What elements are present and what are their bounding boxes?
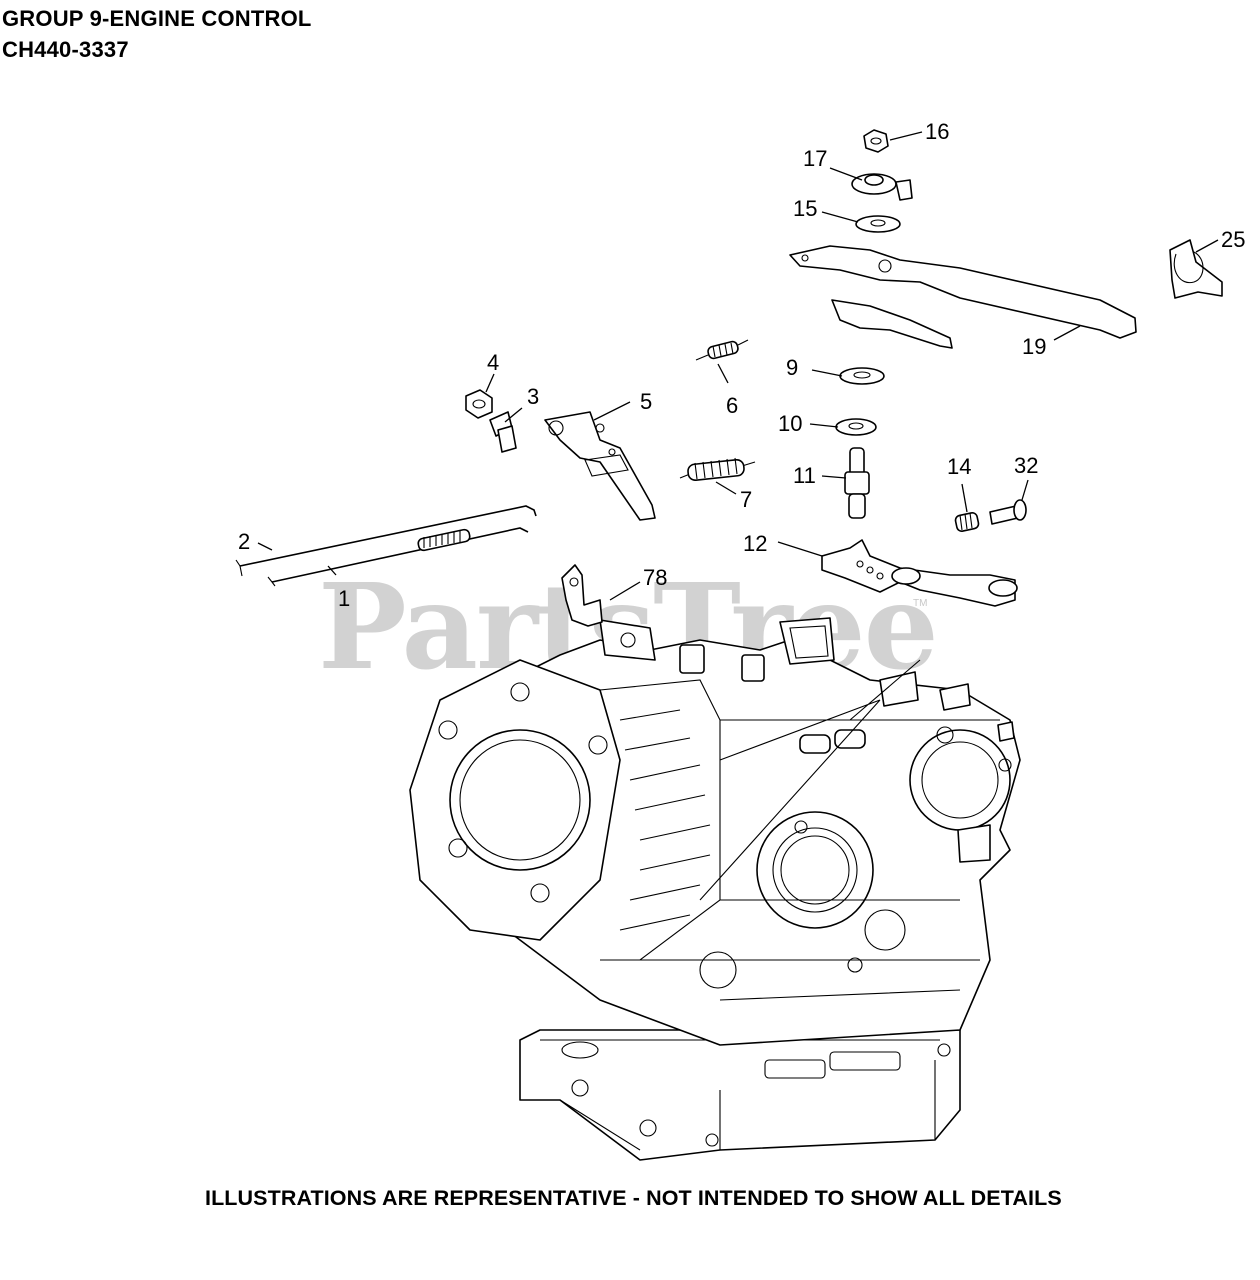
callout-11: 11 bbox=[793, 463, 816, 488]
callout-15: 15 bbox=[793, 196, 817, 221]
nut-4 bbox=[465, 389, 493, 419]
callout-12: 12 bbox=[743, 531, 767, 556]
group-title: GROUP 9-ENGINE CONTROL bbox=[2, 6, 312, 31]
callout-14: 14 bbox=[947, 454, 971, 479]
callout-7: 7 bbox=[740, 487, 752, 512]
bushing-17 bbox=[851, 173, 913, 201]
callout-5: 5 bbox=[640, 389, 652, 414]
leader-lines bbox=[257, 131, 1219, 601]
engine-block bbox=[409, 617, 1021, 1161]
callout-16: 16 bbox=[925, 119, 949, 144]
washer-15 bbox=[855, 215, 901, 233]
spring-6 bbox=[695, 339, 749, 361]
callout-6: 6 bbox=[726, 393, 738, 418]
bracket-78 bbox=[561, 564, 603, 627]
callout-17: 17 bbox=[803, 146, 827, 171]
callout-32: 32 bbox=[1014, 453, 1038, 478]
disclaimer-footer: ILLUSTRATIONS ARE REPRESENTATIVE - NOT I… bbox=[205, 1186, 1062, 1210]
governor-shaft-11 bbox=[844, 447, 870, 519]
trademark-mark: TM bbox=[913, 598, 928, 609]
washer-10 bbox=[835, 418, 877, 436]
callout-25: 25 bbox=[1221, 227, 1245, 252]
clip-25 bbox=[1169, 239, 1223, 299]
callout-labels: 1 2 3 4 5 6 7 9 10 11 12 14 15 16 17 19 … bbox=[238, 119, 1245, 611]
model-number: CH440-3337 bbox=[2, 37, 129, 62]
governor-rod-1 bbox=[267, 527, 529, 587]
callout-4: 4 bbox=[487, 350, 499, 375]
spring-14 bbox=[954, 512, 980, 532]
callout-3: 3 bbox=[527, 384, 539, 409]
callout-9: 9 bbox=[786, 355, 798, 380]
pin-3 bbox=[489, 411, 517, 453]
callout-10: 10 bbox=[778, 411, 802, 436]
callout-19: 19 bbox=[1022, 334, 1046, 359]
control-lever-19 bbox=[789, 245, 1137, 349]
callout-1: 1 bbox=[338, 586, 350, 611]
nut-16 bbox=[863, 129, 889, 153]
washer-9 bbox=[839, 367, 885, 385]
callout-78: 78 bbox=[643, 565, 667, 590]
callout-2: 2 bbox=[238, 529, 250, 554]
spring-7 bbox=[679, 457, 756, 481]
throttle-rod-2 bbox=[235, 505, 537, 577]
lever-bracket-5 bbox=[544, 411, 656, 521]
governor-lever-12 bbox=[821, 539, 1018, 607]
screw-32 bbox=[989, 499, 1027, 525]
